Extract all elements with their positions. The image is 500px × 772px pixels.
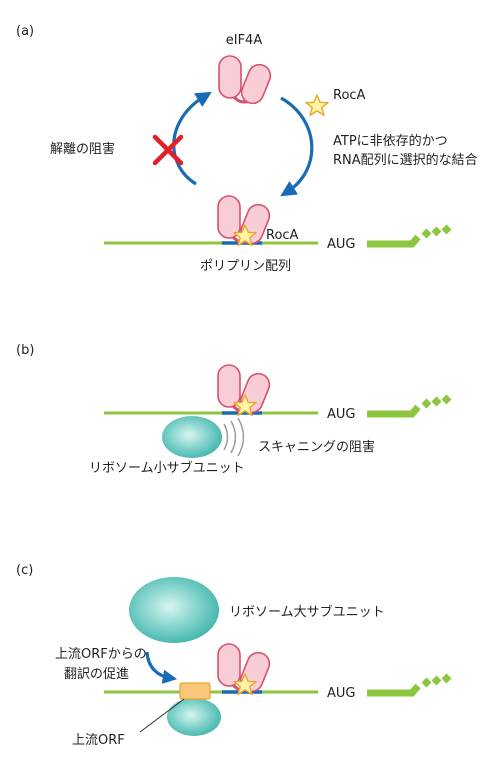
coding-dash [431,396,442,407]
panel-a-label: (a) [16,24,34,39]
roca-free-icon [305,94,329,117]
uorf-leader-line [139,698,185,733]
coding-region [367,234,421,248]
promote-label-line2: 翻訳の促進 [64,667,129,682]
panel-a: (a) eIF4A RocA 解離の阻害 ATPに非依存的かつ RNA配列に選択… [16,24,478,274]
roca-bound-label: RocA [266,228,299,243]
block-cross-icon [152,134,184,166]
panel-c-label: (c) [16,563,33,578]
scanning-block-label: スキャニングの阻害 [258,439,375,455]
coding-dash [441,394,452,405]
coding-dash [441,673,452,684]
coding-dash [441,224,452,235]
scanning-arcs-icon [223,417,245,457]
panel-b: (b) AUG スキャニングの阻害 リボソーム小サブユニット [16,343,452,476]
coding-region [367,404,421,418]
coding-dash [431,226,442,237]
coding-dash [421,398,432,409]
uorf-box [179,682,211,700]
coding-dash [431,675,442,686]
uorf-label: 上流ORF [72,733,125,748]
coding-dash [421,677,432,688]
small-subunit [162,416,222,458]
aug-label: AUG [327,686,355,701]
aug-label: AUG [327,407,355,422]
eif4a-free [217,54,276,109]
panel-c: (c) リボソーム大サブユニット 上流ORFからの 翻訳の促進 AUG 上流OR… [16,563,452,748]
binding-arrow [280,96,314,197]
promote-arrow [145,651,178,684]
eif4a-label: eIF4A [226,33,263,48]
polypurine-label: ポリプリン配列 [200,259,291,274]
small-subunit-label: リボソーム小サブユニット [89,460,245,476]
promote-label-line1: 上流ORFからの [55,647,147,662]
large-subunit [129,577,219,643]
binding-label-line1: ATPに非依存的かつ [333,133,448,149]
coding-region [367,683,421,697]
large-subunit-label: リボソーム大サブユニット [229,604,385,620]
aug-label: AUG [327,237,355,252]
small-subunit [167,698,221,736]
unwinding-block-label: 解離の阻害 [50,141,115,157]
roca-free-label: RocA [333,88,366,103]
coding-dash [421,228,432,239]
binding-label-line2: RNA配列に選択的な結合 [333,152,478,168]
panel-b-label: (b) [16,343,34,358]
